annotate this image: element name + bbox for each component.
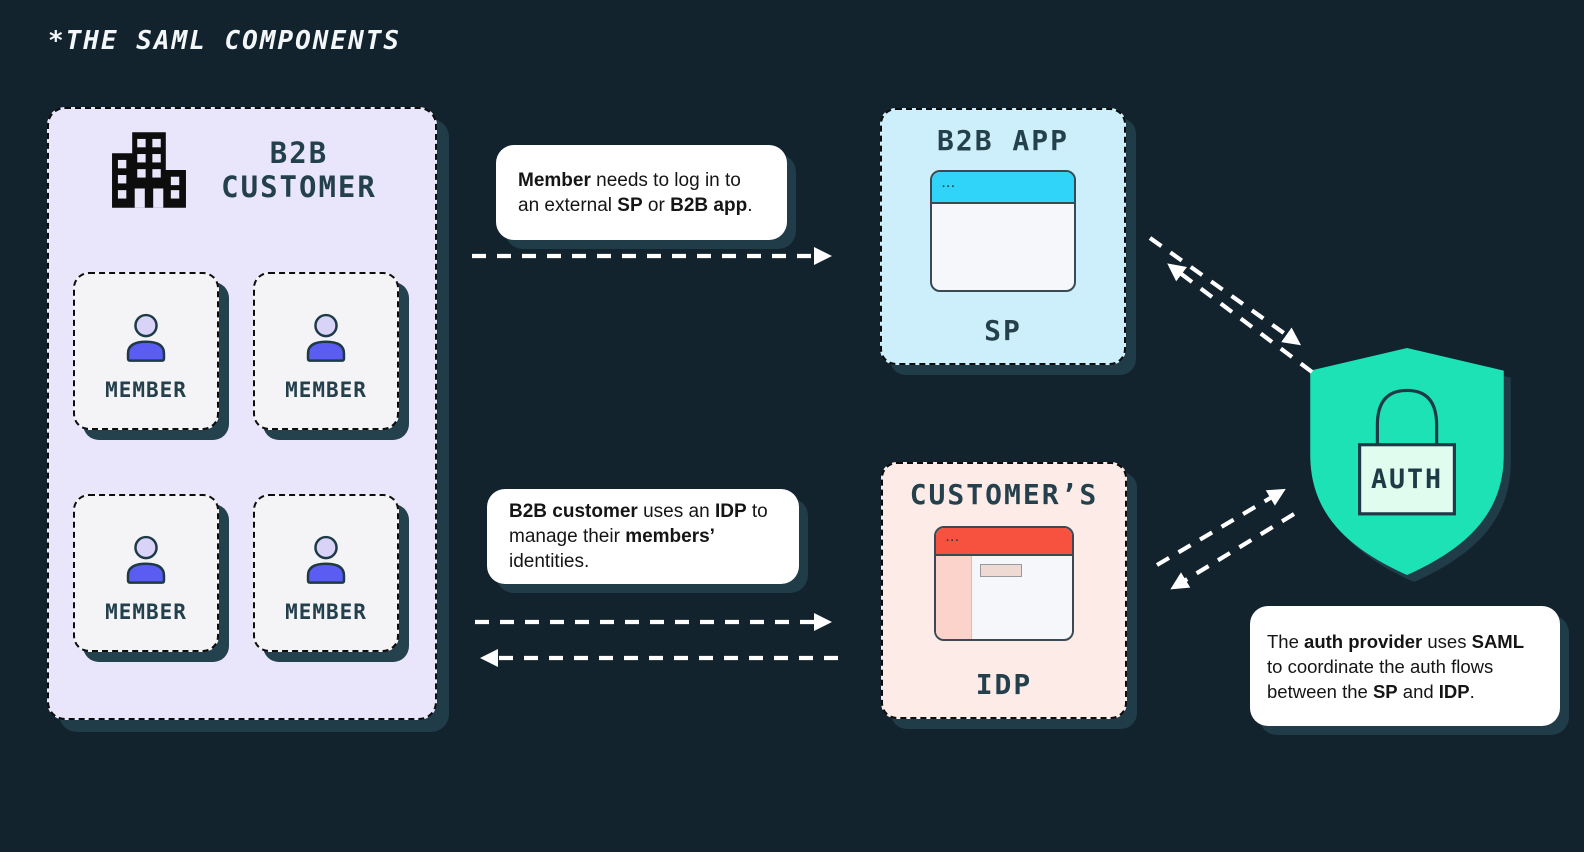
member-card: MEMBER	[253, 494, 399, 652]
member-label: MEMBER	[285, 377, 367, 402]
arrow-idp-to-auth	[1155, 488, 1286, 567]
member-icon	[306, 313, 346, 362]
idp-box-title: CUSTOMER’S	[909, 478, 1099, 511]
member-card: MEMBER	[73, 494, 219, 652]
idp-browser-widget	[980, 564, 1022, 577]
sp-browser-window-icon: ···	[930, 170, 1076, 292]
member-card: MEMBER	[253, 272, 399, 430]
arrow-auth-to-idp	[1170, 512, 1296, 590]
lock-icon: AUTH	[1358, 388, 1456, 516]
auth-shield: AUTH	[1308, 346, 1506, 578]
customer-title-line1: B2B	[269, 135, 329, 170]
arrow-sp-to-auth	[1148, 236, 1302, 346]
member-label: MEMBER	[105, 377, 187, 402]
sp-box-title: B2B APP	[936, 124, 1069, 157]
shield-icon: AUTH	[1310, 347, 1504, 576]
customer-header: B2B CUSTOMER	[49, 125, 435, 215]
arrow-auth-to-sp	[1167, 263, 1314, 374]
idp-browser-sidebar	[936, 556, 972, 639]
idp-box-label: IDP	[975, 668, 1033, 701]
idp-browser-titlebar: ···	[936, 528, 1072, 556]
member-card: MEMBER	[73, 272, 219, 430]
member-label: MEMBER	[105, 599, 187, 624]
member-label: MEMBER	[285, 599, 367, 624]
callout-text: Member needs to log in to an external SP…	[518, 169, 753, 216]
customer-title-line2: CUSTOMER	[221, 170, 377, 204]
page-title: *THE SAML COMPONENTS	[48, 26, 402, 56]
callout-auth-provider: The auth provider uses SAML to coordinat…	[1250, 606, 1560, 726]
callout-customer-idp: B2B customer uses an IDP to manage their…	[487, 489, 799, 584]
member-icon	[306, 535, 346, 584]
customer-title: B2B CUSTOMER	[221, 136, 377, 204]
sp-browser-titlebar: ···	[932, 172, 1074, 204]
callout-member-login: Member needs to log in to an external SP…	[496, 145, 787, 240]
customer-idp-box: CUSTOMER’S ··· IDP	[881, 462, 1127, 719]
member-grid: MEMBER MEMBER MEMBER	[73, 272, 399, 652]
idp-browser-window-icon: ···	[934, 526, 1074, 641]
auth-label: AUTH	[1371, 464, 1443, 495]
b2b-app-box: B2B APP ··· SP	[880, 108, 1126, 365]
b2b-customer-box: B2B CUSTOMER MEMBER MEMBER	[47, 107, 437, 720]
building-icon	[112, 132, 187, 208]
callout-text: The auth provider uses SAML to coordinat…	[1267, 630, 1525, 702]
member-icon	[126, 535, 166, 584]
sp-box-label: SP	[984, 314, 1022, 347]
member-icon	[126, 313, 166, 362]
callout-text: B2B customer uses an IDP to manage their…	[509, 501, 768, 572]
